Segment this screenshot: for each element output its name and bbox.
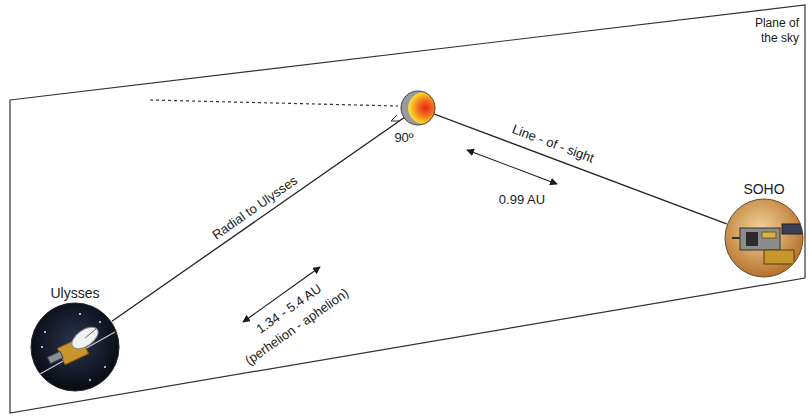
instrument-aperture <box>746 232 758 246</box>
spacecraft-node: SOHO <box>724 180 804 278</box>
soho-craft <box>732 224 804 264</box>
spacecraft-backdrop <box>31 303 119 391</box>
star <box>99 321 101 323</box>
sky-plane <box>10 5 805 413</box>
distance-label: 0.99 AU <box>497 192 547 208</box>
sight-line <box>112 108 727 321</box>
feed-horn <box>85 329 96 338</box>
spacecraft-name: SOHO <box>724 180 804 198</box>
star <box>79 313 81 315</box>
service-module <box>764 250 794 264</box>
spacecraft-name: Ulysses <box>30 284 120 302</box>
solar-panel <box>782 224 804 234</box>
spacecraft-node: Ulysses <box>30 284 120 392</box>
sun-outline <box>401 91 435 125</box>
instrument-module <box>740 228 780 250</box>
gold-foil <box>762 232 776 238</box>
dish-antenna <box>68 323 102 353</box>
rtg-unit <box>47 351 63 363</box>
angle-label: 90º <box>392 130 415 146</box>
plane-label: Plane of the sky <box>733 16 801 46</box>
spacecraft-backdrop <box>725 199 803 277</box>
spacecraft-picture <box>30 302 120 392</box>
star <box>44 331 46 333</box>
dotted-extension <box>150 100 398 106</box>
sensor-boom <box>732 237 740 239</box>
star <box>89 379 91 381</box>
star <box>41 346 43 348</box>
ulysses-craft <box>40 313 115 381</box>
star <box>104 366 106 368</box>
right-angle-mark <box>391 115 399 121</box>
spacecraft-picture <box>724 198 804 278</box>
